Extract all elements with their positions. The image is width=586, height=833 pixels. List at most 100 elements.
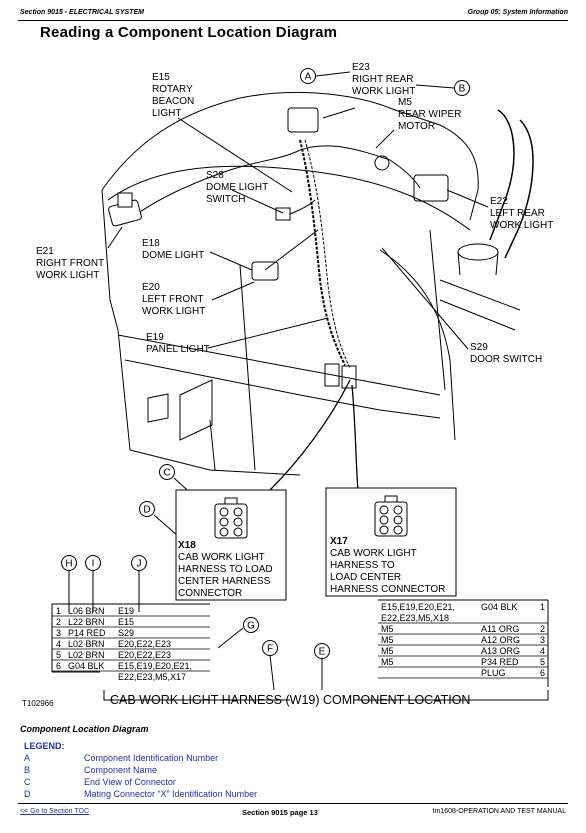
callout-circle — [300, 68, 316, 84]
callout-circle — [61, 555, 77, 571]
connector-pin — [379, 515, 389, 525]
figure-id: T102966 — [22, 699, 54, 708]
table-cell: 5 — [540, 657, 545, 667]
label-e23-line: RIGHT REAR — [352, 74, 414, 85]
callout-leader — [415, 84, 455, 89]
label-e18-line: E18 — [142, 238, 160, 249]
table-cell: E19 — [118, 606, 134, 616]
legend-key: C — [24, 777, 31, 787]
table-cell: 4 — [56, 639, 61, 649]
label-e19-line: E19 — [146, 332, 164, 343]
label-e23-line: E23 — [352, 62, 370, 73]
table-cell: M5 — [381, 657, 394, 667]
harness-bracket — [103, 690, 549, 701]
callout-leader — [153, 514, 179, 537]
legend-title: LEGEND: — [24, 741, 65, 751]
table-cell: 2 — [540, 624, 545, 634]
table-cell: 3 — [540, 635, 545, 645]
callout-letter: I — [92, 559, 95, 570]
table-row: E22,E23,M5,X18 — [381, 613, 449, 623]
table-cell: E15 — [118, 617, 134, 627]
table-cell: PLUG — [481, 668, 506, 678]
label-e21-line: WORK LIGHT — [36, 270, 99, 281]
table-cell: 2 — [56, 617, 61, 627]
table-cell: M5 — [381, 624, 394, 634]
legend-key: A — [24, 753, 31, 763]
callout-letter: J — [137, 559, 142, 570]
callout-circle — [85, 555, 101, 571]
label-s28-line: SWITCH — [206, 194, 245, 205]
table-cell: E15,E19,E20,E21, — [118, 661, 192, 671]
callout-f: F — [262, 640, 278, 656]
label-e21-line: RIGHT FRONT — [36, 258, 104, 269]
legend-text: End View of Connector — [84, 777, 176, 787]
connector-x17-label: X17 — [330, 536, 348, 547]
table-cell: G04 BLK — [68, 661, 105, 671]
legend-text: Component Identification Number — [84, 753, 219, 763]
table-cell: L02 BRN — [68, 639, 105, 649]
figure-caption: Component Location Diagram — [20, 724, 149, 734]
table-cell: L22 BRN — [68, 617, 105, 627]
page-number: Section 9015 page 13 — [242, 808, 318, 817]
connector-x17-label: LOAD CENTER — [330, 572, 401, 583]
callout-circle — [454, 80, 470, 96]
callout-letter: A — [305, 72, 312, 83]
connector-pin — [379, 505, 389, 515]
label-e15-line: E15 — [152, 72, 170, 83]
callout-d: D — [139, 501, 155, 517]
connector-x17-label: HARNESS CONNECTOR — [330, 584, 445, 595]
table-cell: E22,E23,M5,X18 — [381, 613, 449, 623]
callout-a: A — [300, 68, 316, 84]
legend-text: Mating Connector “X” Identification Numb… — [84, 789, 258, 799]
legend-key: D — [24, 789, 31, 799]
table-row: 2 L22 BRN E15 — [56, 617, 134, 627]
callout-e: E — [314, 643, 330, 659]
table-cell: G04 BLK — [481, 602, 518, 612]
connector-pin — [393, 505, 403, 515]
connector-x17-label: CAB WORK LIGHT — [330, 548, 417, 559]
table-row: 4 L02 BRN E20,E22,E23 — [56, 639, 171, 649]
table-cell: L02 BRN — [68, 650, 105, 660]
connector-pin — [393, 515, 403, 525]
table-cell: 6 — [540, 668, 545, 678]
table-cell: M5 — [381, 635, 394, 645]
callout-i: I — [85, 555, 101, 571]
callout-letter: B — [459, 84, 466, 95]
table-cell: E20,E22,E23 — [118, 650, 171, 660]
legend-key: B — [24, 765, 31, 775]
callout-h: H — [61, 555, 77, 571]
table-cell: E20,E22,E23 — [118, 639, 171, 649]
connector-pin — [393, 525, 403, 535]
callout-leader — [315, 71, 351, 77]
connector-x18-label: CENTER HARNESS — [178, 576, 271, 587]
connector-x18-label: X18 — [178, 540, 196, 551]
connector-pin — [233, 527, 243, 537]
leader-lines — [107, 107, 489, 350]
callout-leader — [269, 654, 275, 691]
callout-circle — [139, 501, 155, 517]
label-e23-line: WORK LIGHT — [352, 86, 415, 97]
connector-pin — [219, 507, 229, 517]
callout-letter: C — [163, 468, 170, 479]
callout-circle — [131, 555, 147, 571]
table-cell: M5 — [381, 646, 394, 656]
section-toc-link[interactable]: << Go to Section TOC — [20, 808, 90, 815]
